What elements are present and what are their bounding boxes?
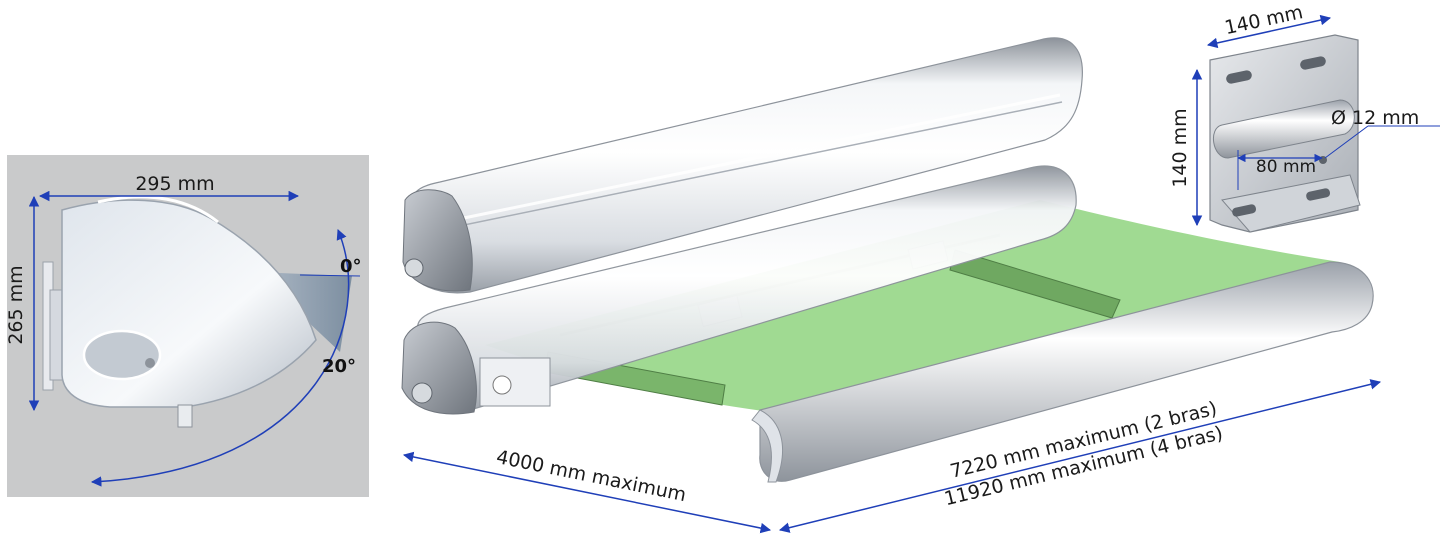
angle-zero-label: 0° [340, 256, 362, 277]
motor-housing [479, 357, 551, 407]
end-cap-oval [82, 329, 162, 381]
front-bar-end [751, 409, 783, 483]
top-cover-groove-shadow [429, 101, 1063, 233]
bracket-slot-bottom-right [1306, 188, 1331, 201]
projection-label: 4000 mm maximum [494, 446, 688, 506]
angle-twenty-label: 20° [322, 356, 356, 377]
bracket-slot-top-left [1226, 70, 1252, 84]
awning-illustration: 4000 mm maximum 7220 mm maximum (2 bras)… [401, 37, 1382, 534]
top-cover-groove [429, 93, 1061, 227]
hole-spacing-label: 80 mm [1256, 157, 1316, 177]
top-cover-screw [404, 258, 424, 278]
tilt-arc [90, 229, 350, 487]
projection-dimension-line [402, 451, 772, 534]
bracket-width-dimension-line [1206, 14, 1332, 49]
bracket-width-label: 140 mm [1223, 1, 1305, 39]
hole-diameter-label: Ø 12 mm [1331, 107, 1419, 129]
side-width-label: 295 mm [135, 173, 214, 195]
side-height-label: 265 mm [5, 265, 27, 344]
top-cover-body [405, 37, 1083, 294]
hole-diameter-leader [1324, 125, 1369, 159]
bracket-tube [1213, 99, 1355, 159]
end-cap-screw [145, 358, 155, 368]
width-dimension-line [778, 379, 1382, 533]
awning-fabric [485, 200, 1340, 412]
zero-degree-reference-line [299, 274, 361, 277]
side-view-panel: 295 mm 265 mm 0° 20° [5, 155, 369, 497]
bracket-detail: 140 mm 140 mm 80 mm Ø 12 mm [1169, 1, 1440, 233]
bottom-clip [177, 404, 193, 428]
bracket-height-label: 140 mm [1169, 108, 1191, 187]
motor-gear [492, 375, 512, 395]
bracket-slot-bottom-left [1232, 204, 1257, 217]
bracket-slot-top-right [1300, 56, 1326, 70]
main-cassette-screw [411, 382, 433, 404]
